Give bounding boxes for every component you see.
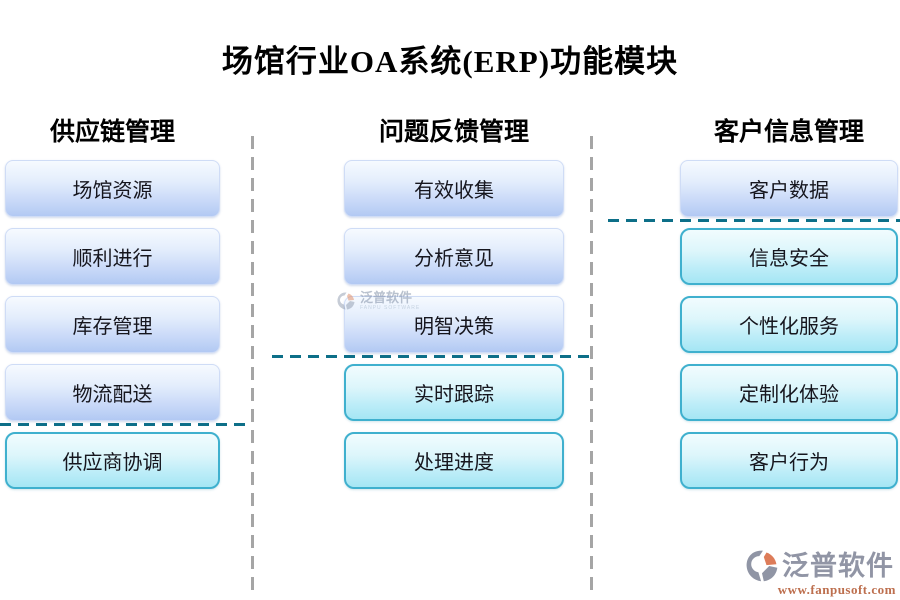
footer-logo-name: 泛普软件 <box>782 550 894 581</box>
horizontal-divider-col1 <box>0 423 248 426</box>
column-header-supply-chain: 供应链管理 <box>49 119 175 146</box>
module-box: 定制化体验 <box>680 364 898 421</box>
module-box: 处理进度 <box>344 432 564 489</box>
module-box: 客户行为 <box>680 432 898 489</box>
module-box: 分析意见 <box>344 228 564 285</box>
fanpu-watermark-icon <box>336 291 356 316</box>
module-box: 实时跟踪 <box>344 364 564 421</box>
module-box: 有效收集 <box>344 160 564 217</box>
footer-logo-website: www.fanpusoft.com <box>777 582 896 597</box>
module-box: 供应商协调 <box>5 432 220 489</box>
module-box: 明智决策 <box>344 296 564 353</box>
page-title: 场馆行业OA系统(ERP)功能模块 <box>221 44 679 79</box>
column-header-customer-info: 客户信息管理 <box>713 119 864 146</box>
watermark: 泛普软件 FANPU SOFTWARE <box>336 291 420 316</box>
footer-logo: 泛普软件 www.fanpusoft.com <box>744 548 896 598</box>
watermark-subtitle: FANPU SOFTWARE <box>360 305 421 311</box>
horizontal-divider-col3 <box>608 219 900 222</box>
fanpu-logo-icon <box>744 548 780 584</box>
module-box: 库存管理 <box>5 296 220 353</box>
module-box: 客户数据 <box>680 160 898 217</box>
watermark-name: 泛普软件 <box>360 290 413 305</box>
module-box: 场馆资源 <box>5 160 220 217</box>
column-header-feedback: 问题反馈管理 <box>378 119 529 146</box>
module-box: 信息安全 <box>680 228 898 285</box>
module-box: 顺利进行 <box>5 228 220 285</box>
horizontal-divider-col2 <box>272 355 590 358</box>
vertical-divider-2 <box>590 136 593 597</box>
module-box: 个性化服务 <box>680 296 898 353</box>
module-box: 物流配送 <box>5 364 220 421</box>
vertical-divider-1 <box>251 136 254 597</box>
